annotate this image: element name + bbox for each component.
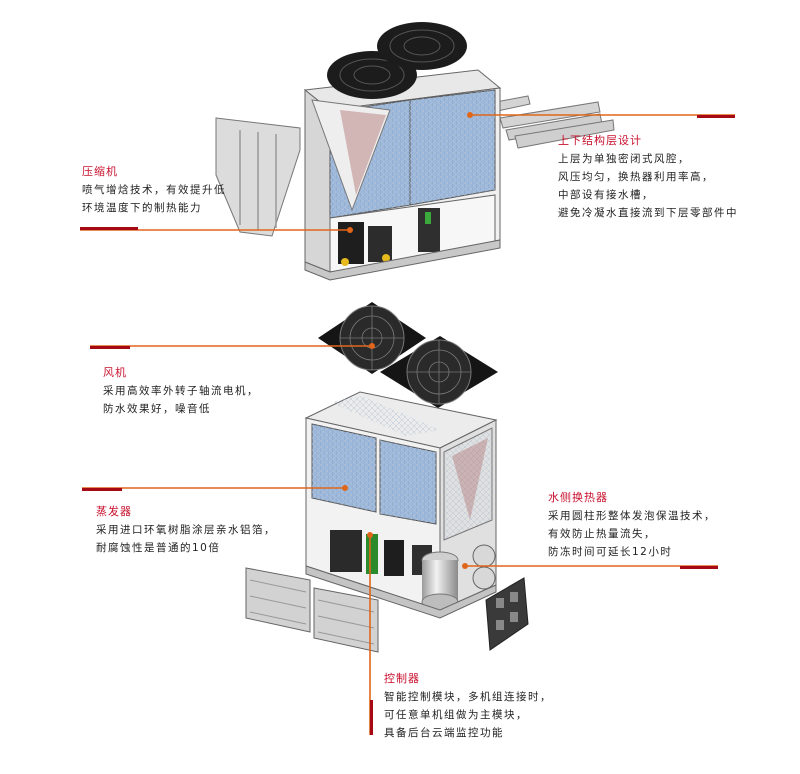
callout-compressor: 压缩机 喷气增焓技术，有效提升低 环境温度下的制热能力 bbox=[82, 163, 226, 217]
top-module bbox=[215, 22, 615, 281]
callout-controller-title: 控制器 bbox=[384, 672, 420, 685]
callout-structure-line: 上层为单独密闭式风腔， bbox=[558, 153, 690, 165]
callout-evaporator-line: 耐腐蚀性是普通的10倍 bbox=[96, 542, 221, 554]
callout-water-hx-line: 防冻时间可延长12小时 bbox=[548, 546, 673, 558]
callout-water-hx-line: 采用圆柱形整体发泡保温技术， bbox=[548, 510, 716, 522]
accent-bars bbox=[80, 115, 735, 735]
callout-controller-line: 智能控制模块，多机组连接时， bbox=[384, 691, 552, 703]
bottom-module bbox=[304, 391, 498, 619]
callout-water-hx: 水侧换热器 采用圆柱形整体发泡保温技术， 有效防止热量流失， 防冻时间可延长12… bbox=[548, 489, 716, 561]
fan-assemblies bbox=[318, 302, 498, 408]
callout-structure-line: 避免冷凝水直接流到下层零部件中 bbox=[558, 207, 738, 219]
callout-controller-line: 可任意单机组做为主模块， bbox=[384, 709, 528, 721]
callout-structure-line: 风压均匀，换热器利用率高， bbox=[558, 171, 714, 183]
callout-fan-line: 防水效果好，噪音低 bbox=[103, 403, 211, 415]
callout-controller: 控制器 智能控制模块，多机组连接时， 可任意单机组做为主模块， 具备后台云端监控… bbox=[384, 670, 552, 742]
callout-evaporator-line: 采用进口环氧树脂涂层亲水铝箔， bbox=[96, 524, 276, 536]
side-panel-left bbox=[215, 117, 301, 237]
callout-structure-line: 中部设有接水槽， bbox=[558, 189, 654, 201]
callout-compressor-line: 喷气增焓技术，有效提升低 bbox=[82, 184, 226, 196]
callout-controller-line: 具备后台云端监控功能 bbox=[384, 727, 504, 739]
top-fan-guards bbox=[327, 22, 467, 99]
callout-structure: 上下结构层设计 上层为单独密闭式风腔， 风压均匀，换热器利用率高， 中部设有接水… bbox=[558, 132, 738, 222]
callout-fan: 风机 采用高效率外转子轴流电机， 防水效果好，噪音低 bbox=[103, 364, 259, 418]
leader-dots bbox=[342, 112, 473, 569]
callout-fan-line: 采用高效率外转子轴流电机， bbox=[103, 385, 259, 397]
callout-evaporator: 蒸发器 采用进口环氧树脂涂层亲水铝箔， 耐腐蚀性是普通的10倍 bbox=[96, 503, 276, 557]
callout-evaporator-title: 蒸发器 bbox=[96, 505, 132, 518]
loose-panels bbox=[245, 567, 529, 653]
callout-compressor-title: 压缩机 bbox=[82, 165, 118, 178]
callout-structure-title: 上下结构层设计 bbox=[558, 134, 642, 147]
callout-compressor-line: 环境温度下的制热能力 bbox=[82, 202, 202, 214]
callout-water-hx-line: 有效防止热量流失， bbox=[548, 528, 656, 540]
callout-water-hx-title: 水侧换热器 bbox=[548, 491, 608, 504]
callout-fan-title: 风机 bbox=[103, 366, 127, 379]
